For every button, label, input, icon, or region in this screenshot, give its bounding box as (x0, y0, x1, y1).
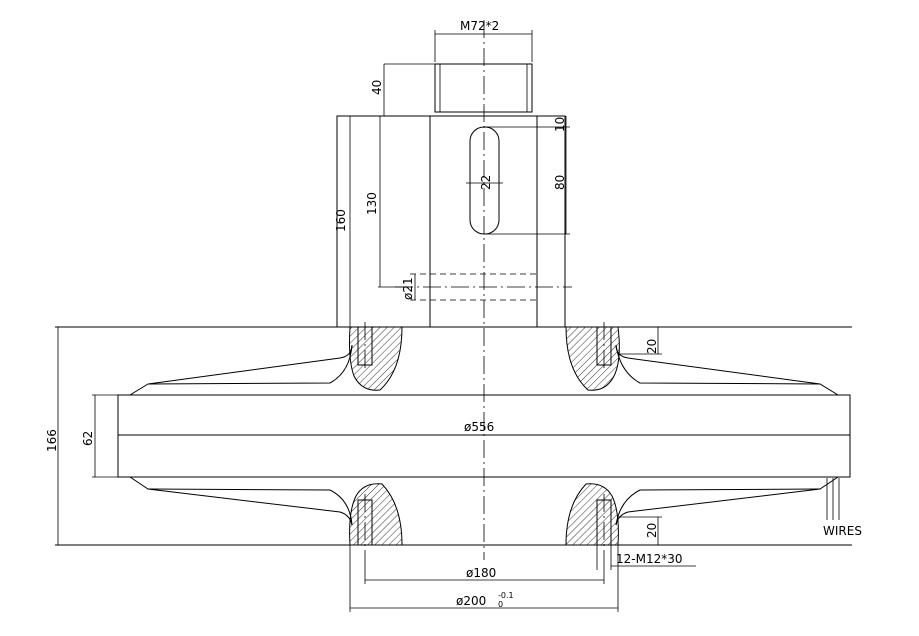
dim-bolt: 12-M12*30 (616, 552, 683, 566)
dim-thread: M72*2 (460, 19, 499, 33)
slot (469, 126, 500, 235)
dim-200-tol-upper: -0.1 (498, 591, 514, 600)
dim-20-top: 20 (645, 339, 659, 354)
threaded-stud (434, 63, 533, 113)
dim-62: 62 (81, 431, 95, 446)
dim-slot-width: 22 (479, 175, 493, 190)
dimension-lines (57, 30, 696, 612)
lower-right-boss (565, 483, 619, 546)
upper-left-boss (349, 326, 403, 391)
center-disk (117, 394, 851, 478)
dim-130: 130 (365, 192, 379, 215)
lower-left-boss (349, 483, 403, 546)
dim-slot-height: 80 (553, 175, 567, 190)
wires (826, 478, 840, 520)
dim-166: 166 (45, 429, 59, 452)
cross-hole (395, 273, 572, 301)
dim-160: 160 (334, 209, 348, 232)
dim-556: ø556 (464, 420, 494, 434)
dim-200-tol-lower: 0 (498, 600, 503, 609)
wires-label: WIRES (823, 524, 862, 538)
dim-20-bottom: 20 (645, 523, 659, 538)
upper-right-boss (565, 326, 620, 391)
dim-hole: ø21 (401, 277, 415, 300)
dim-40: 40 (370, 80, 384, 95)
dim-180: ø180 (466, 566, 496, 580)
main-block (336, 115, 566, 328)
dim-slot-top: 10 (553, 117, 567, 132)
dim-200: ø200 (456, 594, 486, 608)
